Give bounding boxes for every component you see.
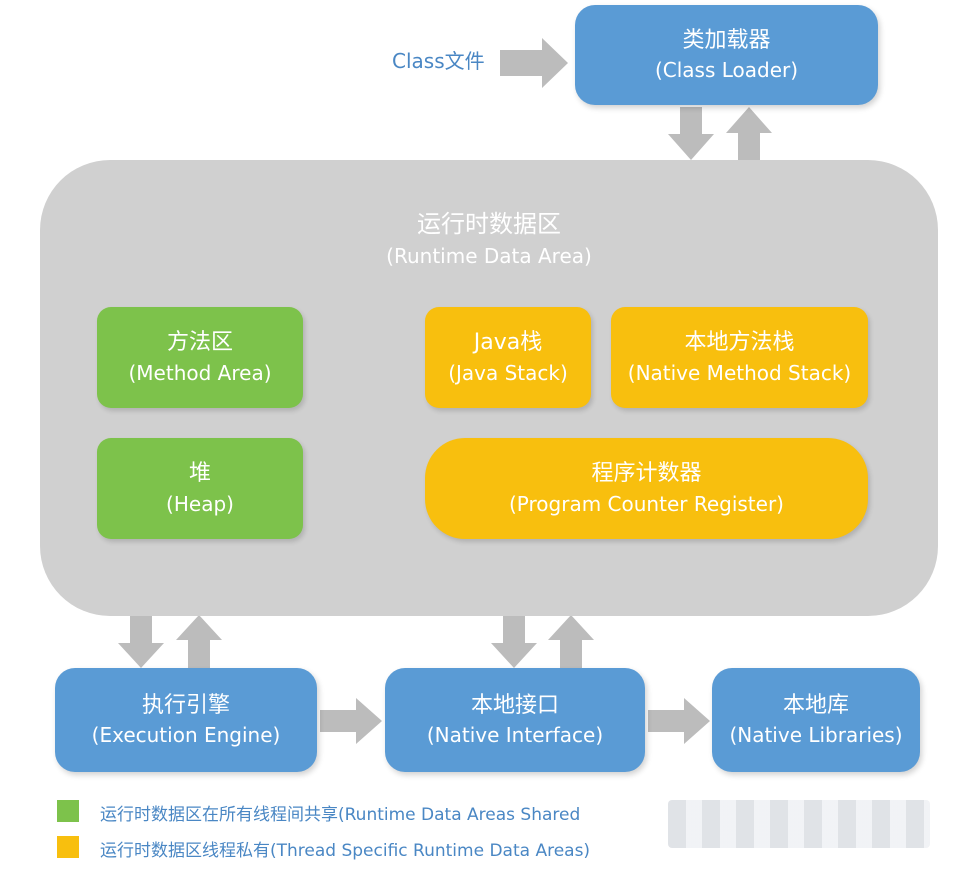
arrow-loader-down <box>668 107 714 160</box>
program-counter-cn: 程序计数器 <box>591 461 702 487</box>
native-interface-en: (Native Interface) <box>426 723 604 748</box>
execution-engine-en: (Execution Engine) <box>91 723 281 748</box>
class-loader-en: (Class Loader) <box>654 58 799 83</box>
native-method-stack-en: (Native Method Stack) <box>627 360 852 385</box>
method-area-en: (Method Area) <box>128 360 272 385</box>
class-loader-cn: 类加载器 <box>682 27 771 53</box>
arrow-engine-up <box>176 615 222 668</box>
native-libraries-cn: 本地库 <box>782 692 849 718</box>
arrow-class-file-to-loader <box>500 38 568 88</box>
native-method-stack-cn: 本地方法栈 <box>684 330 795 356</box>
execution-engine-box: 执行引擎 (Execution Engine) <box>55 668 317 772</box>
blurred-watermark <box>668 800 930 848</box>
legend-swatch-green <box>57 800 79 822</box>
class-loader-box: 类加载器 (Class Loader) <box>575 5 878 105</box>
heap-box: 堆 (Heap) <box>97 438 303 539</box>
arrow-engine-to-interface <box>320 698 382 744</box>
java-stack-en: (Java Stack) <box>448 360 568 385</box>
execution-engine-cn: 执行引擎 <box>141 692 230 718</box>
legend-swatch-gold <box>57 836 79 858</box>
java-stack-box: Java栈 (Java Stack) <box>425 307 591 408</box>
native-libraries-en: (Native Libraries) <box>729 723 903 748</box>
heap-cn: 堆 <box>188 461 211 487</box>
arrow-interface-up <box>548 615 594 668</box>
runtime-title-en: (Runtime Data Area) <box>386 244 592 268</box>
arrow-loader-up <box>726 107 772 160</box>
program-counter-en: (Program Counter Register) <box>509 491 784 516</box>
arrow-interface-to-libraries <box>648 698 710 744</box>
legend-shared-text: 运行时数据区在所有线程间共享(Runtime Data Areas Shared <box>100 805 581 825</box>
native-interface-box: 本地接口 (Native Interface) <box>385 668 645 772</box>
heap-en: (Heap) <box>166 491 234 516</box>
native-interface-cn: 本地接口 <box>470 692 559 718</box>
arrow-engine-down <box>118 615 164 668</box>
class-file-label: Class文件 <box>392 49 485 73</box>
java-stack-cn: Java栈 <box>473 330 543 356</box>
runtime-title-cn: 运行时数据区 <box>417 210 561 238</box>
arrow-interface-down <box>491 615 537 668</box>
program-counter-box: 程序计数器 (Program Counter Register) <box>425 438 868 539</box>
method-area-box: 方法区 (Method Area) <box>97 307 303 408</box>
method-area-cn: 方法区 <box>166 330 233 356</box>
native-libraries-box: 本地库 (Native Libraries) <box>712 668 920 772</box>
native-method-stack-box: 本地方法栈 (Native Method Stack) <box>611 307 868 408</box>
legend-thread-text: 运行时数据区线程私有(Thread Specific Runtime Data … <box>100 841 591 861</box>
